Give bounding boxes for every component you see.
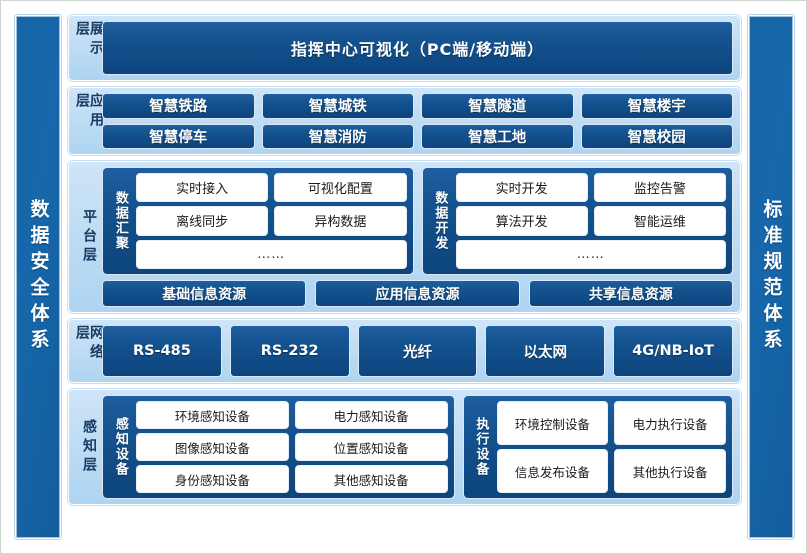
group-data-development-label-wrap: 数据开发 bbox=[429, 173, 451, 269]
group-data-aggregation-grid: 实时接入 可视化配置 离线同步 异构数据 …… bbox=[136, 173, 407, 269]
layer-display-body: 指挥中心可视化（PC端/移动端） bbox=[102, 21, 733, 75]
layer-display-label: 展示层 bbox=[74, 21, 104, 59]
agg-item-offline-sync[interactable]: 离线同步 bbox=[136, 206, 269, 236]
aggregation-row-3: …… bbox=[136, 239, 407, 269]
network-item-rs485[interactable]: RS-485 bbox=[102, 325, 222, 377]
application-row-2: 智慧停车 智慧消防 智慧工地 智慧校园 bbox=[102, 123, 733, 149]
actuate-item-information-release[interactable]: 信息发布设备 bbox=[496, 449, 609, 493]
layer-stack: 展示层 指挥中心可视化（PC端/移动端） 应用层 智慧铁路 智慧城铁 智慧隧道 … bbox=[68, 15, 741, 539]
layer-sensing-label: 感知层 bbox=[81, 418, 97, 476]
dev-item-monitoring-alarm[interactable]: 监控告警 bbox=[593, 173, 726, 203]
development-row-1: 实时开发 监控告警 bbox=[455, 173, 726, 203]
dev-item-intelligent-ops[interactable]: 智能运维 bbox=[593, 206, 726, 236]
layer-application-label-wrap: 应用层 bbox=[74, 93, 104, 149]
app-item-smart-tunnel[interactable]: 智慧隧道 bbox=[421, 93, 574, 119]
layer-application: 应用层 智慧铁路 智慧城铁 智慧隧道 智慧楼宇 智慧停车 智慧消防 智慧工地 智… bbox=[68, 87, 741, 155]
sensing-groups: 感知设备 环境感知设备 电力感知设备 图像感知设备 位置感知设备 bbox=[102, 395, 733, 499]
layer-platform-label-wrap: 平台层 bbox=[76, 167, 102, 307]
layer-sensing-label-wrap: 感知层 bbox=[76, 395, 102, 499]
layer-application-label: 应用层 bbox=[74, 93, 104, 131]
left-pillar-label: 数据安全体系 bbox=[27, 199, 50, 355]
layer-network: 网络层 RS-485 RS-232 光纤 以太网 4G/NB-IoT bbox=[68, 319, 741, 383]
resource-application-information[interactable]: 应用信息资源 bbox=[315, 280, 520, 307]
group-data-development-label: 数据开发 bbox=[432, 191, 448, 251]
app-item-smart-parking[interactable]: 智慧停车 bbox=[102, 123, 255, 149]
app-item-smart-firefighting[interactable]: 智慧消防 bbox=[261, 123, 414, 149]
resource-basic-information[interactable]: 基础信息资源 bbox=[102, 280, 307, 307]
right-pillar-label: 标准规范体系 bbox=[760, 199, 783, 355]
application-row-1: 智慧铁路 智慧城铁 智慧隧道 智慧楼宇 bbox=[102, 93, 733, 119]
layer-network-label-wrap: 网络层 bbox=[74, 325, 104, 377]
left-pillar-data-security: 数据安全体系 bbox=[14, 14, 62, 540]
layer-application-body: 智慧铁路 智慧城铁 智慧隧道 智慧楼宇 智慧停车 智慧消防 智慧工地 智慧校园 bbox=[102, 93, 733, 149]
group-data-aggregation-label-wrap: 数据汇聚 bbox=[109, 173, 131, 269]
dev-item-realtime-dev[interactable]: 实时开发 bbox=[455, 173, 588, 203]
app-item-smart-construction-site[interactable]: 智慧工地 bbox=[421, 123, 574, 149]
network-items: RS-485 RS-232 光纤 以太网 4G/NB-IoT bbox=[102, 325, 733, 377]
dev-item-ellipsis[interactable]: …… bbox=[455, 239, 726, 269]
development-row-2: 算法开发 智能运维 bbox=[455, 206, 726, 236]
development-row-3: …… bbox=[455, 239, 726, 269]
sense-item-power[interactable]: 电力感知设备 bbox=[294, 401, 448, 429]
network-item-optical-fiber[interactable]: 光纤 bbox=[357, 325, 478, 377]
group-actuating-devices-grid: 环境控制设备 电力执行设备 信息发布设备 其他执行设备 bbox=[496, 401, 726, 493]
group-sensing-devices-grid: 环境感知设备 电力感知设备 图像感知设备 位置感知设备 身份感知设备 其他感知设… bbox=[136, 401, 448, 493]
layer-sensing-body: 感知设备 环境感知设备 电力感知设备 图像感知设备 位置感知设备 bbox=[102, 395, 733, 499]
right-pillar-standards: 标准规范体系 bbox=[747, 14, 795, 540]
actuate-item-other-execution[interactable]: 其他执行设备 bbox=[614, 449, 726, 493]
actuating-row-2: 信息发布设备 其他执行设备 bbox=[496, 449, 726, 493]
group-sensing-devices-label: 感知设备 bbox=[112, 417, 128, 477]
platform-groups: 数据汇聚 实时接入 可视化配置 离线同步 异构数据 bbox=[102, 167, 733, 275]
sensing-row-3: 身份感知设备 其他感知设备 bbox=[136, 465, 448, 493]
group-actuating-devices-label: 执行设备 bbox=[473, 417, 489, 477]
layer-network-label: 网络层 bbox=[74, 325, 104, 363]
sense-item-position[interactable]: 位置感知设备 bbox=[294, 433, 448, 461]
agg-item-realtime-ingest[interactable]: 实时接入 bbox=[136, 173, 269, 203]
app-item-smart-railway[interactable]: 智慧铁路 bbox=[102, 93, 255, 119]
sense-item-other[interactable]: 其他感知设备 bbox=[294, 465, 448, 493]
layer-platform-label: 平台层 bbox=[81, 208, 97, 266]
group-data-aggregation: 数据汇聚 实时接入 可视化配置 离线同步 异构数据 bbox=[102, 167, 414, 275]
actuating-row-1: 环境控制设备 电力执行设备 bbox=[496, 401, 726, 445]
resource-shared-information[interactable]: 共享信息资源 bbox=[528, 280, 733, 307]
layer-platform-body: 数据汇聚 实时接入 可视化配置 离线同步 异构数据 bbox=[102, 167, 733, 307]
layer-platform: 平台层 数据汇聚 实时接入 可视化配置 bbox=[68, 161, 741, 313]
app-item-smart-campus[interactable]: 智慧校园 bbox=[580, 123, 733, 149]
sense-item-identity[interactable]: 身份感知设备 bbox=[136, 465, 289, 493]
layer-network-body: RS-485 RS-232 光纤 以太网 4G/NB-IoT bbox=[102, 325, 733, 377]
group-actuating-devices-label-wrap: 执行设备 bbox=[470, 401, 492, 493]
display-banner[interactable]: 指挥中心可视化（PC端/移动端） bbox=[102, 21, 733, 75]
sense-item-environment[interactable]: 环境感知设备 bbox=[136, 401, 289, 429]
network-item-rs232[interactable]: RS-232 bbox=[229, 325, 350, 377]
aggregation-row-2: 离线同步 异构数据 bbox=[136, 206, 407, 236]
group-sensing-devices-label-wrap: 感知设备 bbox=[109, 401, 131, 493]
actuate-item-environment-control[interactable]: 环境控制设备 bbox=[496, 401, 609, 445]
dev-item-algorithm-dev[interactable]: 算法开发 bbox=[455, 206, 588, 236]
group-data-development: 数据开发 实时开发 监控告警 算法开发 智能运维 bbox=[421, 167, 733, 275]
app-item-smart-building[interactable]: 智慧楼宇 bbox=[580, 93, 733, 119]
group-actuating-devices: 执行设备 环境控制设备 电力执行设备 信息发布设备 其他执行设备 bbox=[462, 395, 733, 499]
sensing-row-1: 环境感知设备 电力感知设备 bbox=[136, 401, 448, 429]
layer-display: 展示层 指挥中心可视化（PC端/移动端） bbox=[68, 15, 741, 81]
agg-item-ellipsis[interactable]: …… bbox=[136, 239, 407, 269]
agg-item-heterogeneous-data[interactable]: 异构数据 bbox=[274, 206, 407, 236]
app-item-smart-metro[interactable]: 智慧城铁 bbox=[261, 93, 414, 119]
sensing-row-2: 图像感知设备 位置感知设备 bbox=[136, 433, 448, 461]
group-sensing-devices: 感知设备 环境感知设备 电力感知设备 图像感知设备 位置感知设备 bbox=[102, 395, 455, 499]
aggregation-row-1: 实时接入 可视化配置 bbox=[136, 173, 407, 203]
agg-item-visual-config[interactable]: 可视化配置 bbox=[274, 173, 407, 203]
network-item-ethernet[interactable]: 以太网 bbox=[485, 325, 606, 377]
group-data-development-grid: 实时开发 监控告警 算法开发 智能运维 …… bbox=[455, 173, 726, 269]
layer-sensing: 感知层 感知设备 环境感知设备 电力感知设备 bbox=[68, 389, 741, 505]
platform-resources: 基础信息资源 应用信息资源 共享信息资源 bbox=[102, 280, 733, 307]
layer-display-label-wrap: 展示层 bbox=[74, 21, 104, 75]
actuate-item-power-execution[interactable]: 电力执行设备 bbox=[614, 401, 726, 445]
sense-item-image[interactable]: 图像感知设备 bbox=[136, 433, 289, 461]
network-item-4g-nbiot[interactable]: 4G/NB-IoT bbox=[613, 325, 733, 377]
group-data-aggregation-label: 数据汇聚 bbox=[112, 191, 128, 251]
